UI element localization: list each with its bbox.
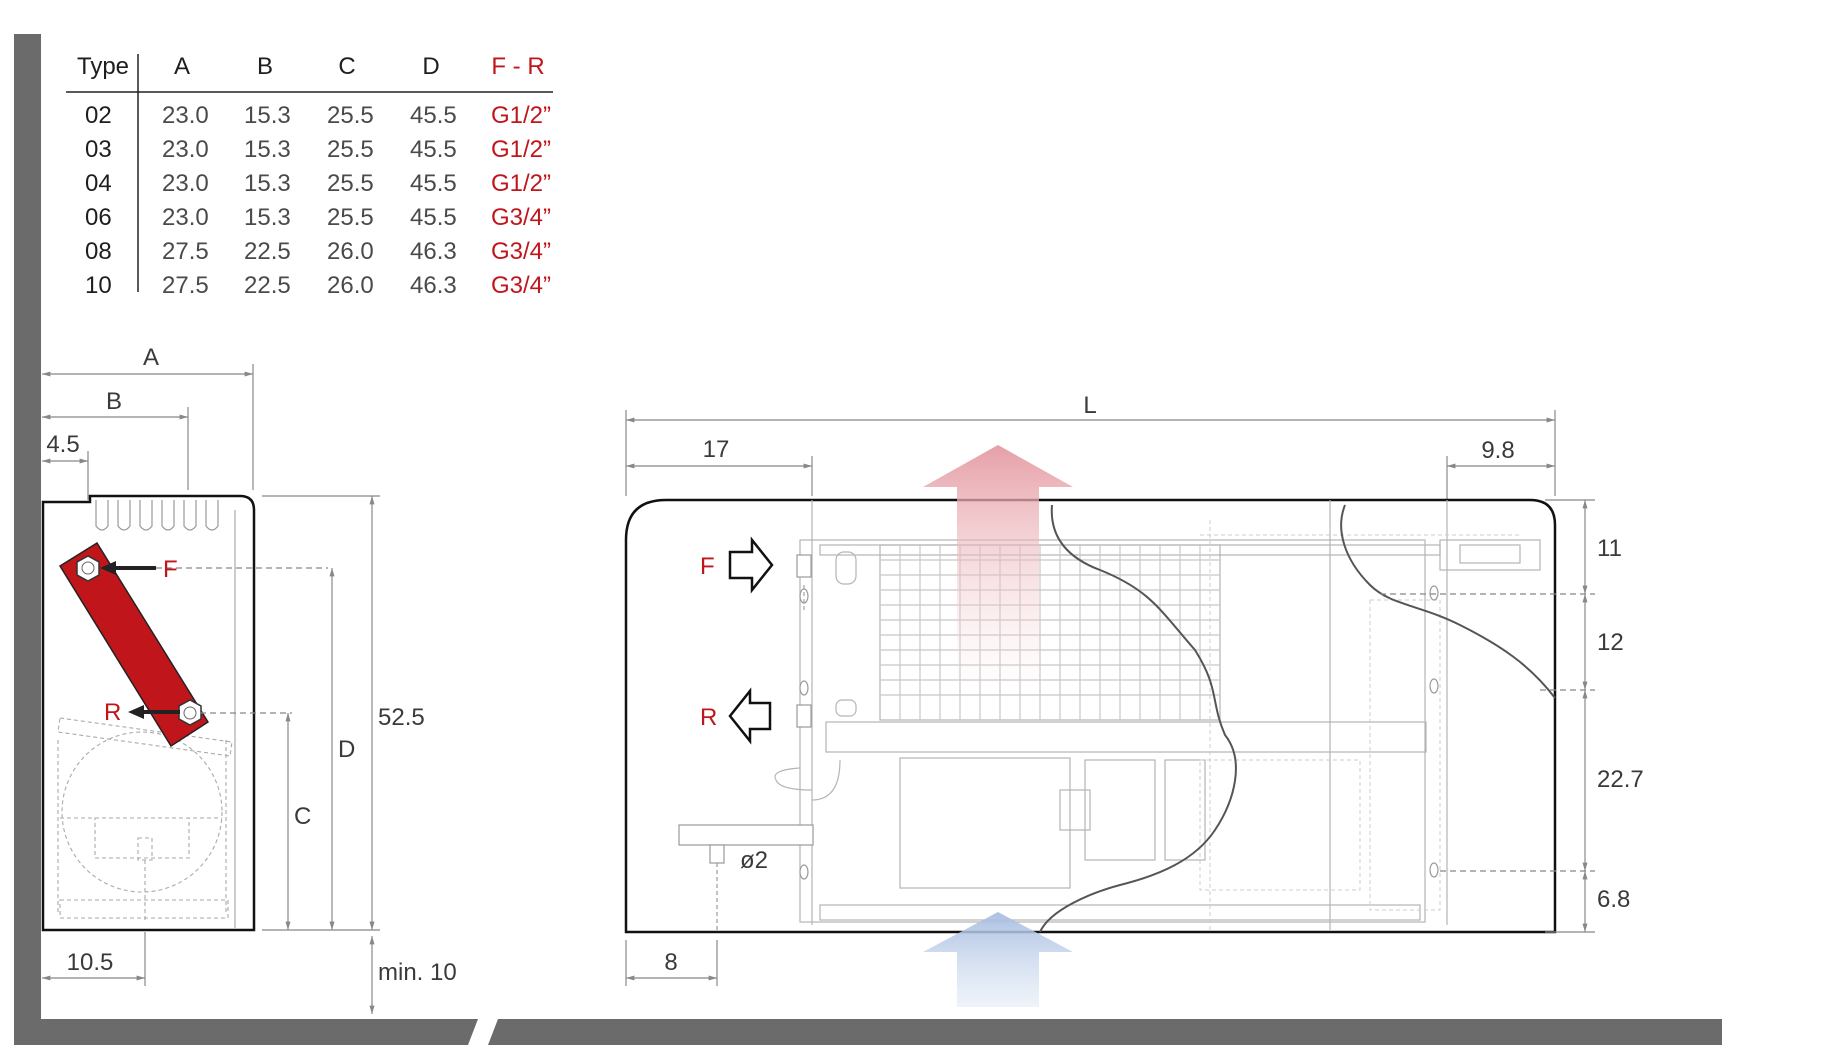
dim-h1-label: 11 (1597, 535, 1622, 562)
wall-and-floor (14, 34, 1722, 1045)
dim-c-label: C (294, 803, 311, 830)
dim-clearance-label: min. 10 (378, 959, 457, 986)
drain-label: ø2 (740, 847, 768, 874)
cell-c: 26.0 (327, 238, 374, 265)
cutaway-line-right (1340, 504, 1556, 699)
cell-d: 45.5 (410, 170, 457, 197)
cell-c: 25.5 (327, 170, 374, 197)
cutaway-line-left (1039, 504, 1237, 933)
dim-offset-label: 4.5 (46, 431, 79, 458)
front-cabinet-outline (624, 498, 1557, 934)
dim-h3-label: 22.7 (1597, 766, 1644, 793)
cell-d: 45.5 (410, 102, 457, 129)
front-view: L 17 9.8 (624, 392, 1644, 1007)
dimensions-table: Type A B C D F - R 02 23.0 15.3 25.5 45.… (66, 53, 553, 299)
cell-fr: G1/2” (491, 102, 551, 129)
header-c: C (338, 53, 355, 80)
dim-h4-label: 6.8 (1597, 886, 1630, 913)
dim-b-label: B (106, 388, 122, 415)
cell-a: 23.0 (162, 102, 209, 129)
dim-length-label: L (1083, 392, 1096, 419)
cell-c: 26.0 (327, 272, 374, 299)
cell-a: 27.5 (162, 272, 209, 299)
front-return-label: R (700, 704, 717, 731)
dim-right-label: 9.8 (1481, 437, 1514, 464)
heat-exchanger-coil (58, 541, 210, 748)
dim-bottom-left-label: 8 (664, 949, 677, 976)
flow-label: F (163, 556, 178, 583)
cell-d: 45.5 (410, 204, 457, 231)
cell-a: 27.5 (162, 238, 209, 265)
dim-h2-label: 12 (1597, 629, 1624, 656)
cell-d: 46.3 (410, 238, 457, 265)
table-row: 06 23.0 15.3 25.5 45.5 G3/4” (85, 204, 551, 231)
warm-air-outlet-arrow-icon (923, 445, 1073, 682)
cell-fr: G1/2” (491, 170, 551, 197)
header-a: A (174, 53, 190, 80)
cell-b: 15.3 (244, 102, 291, 129)
flow-inlet-arrow-icon (728, 536, 774, 594)
dim-a-label: A (143, 344, 159, 371)
flow-arrow-icon (100, 561, 328, 575)
return-outlet-arrow-icon (728, 687, 772, 745)
cell-b: 15.3 (244, 136, 291, 163)
cell-c: 25.5 (327, 136, 374, 163)
cell-b: 15.3 (244, 204, 291, 231)
dim-height-label: 52.5 (378, 704, 425, 731)
cell-c: 25.5 (327, 204, 374, 231)
cell-fr: G1/2” (491, 136, 551, 163)
return-connector-icon (178, 699, 202, 726)
cell-type: 10 (85, 272, 112, 299)
table-row: 04 23.0 15.3 25.5 45.5 G1/2” (85, 170, 551, 197)
header-fr: F - R (491, 53, 544, 80)
header-b: B (257, 53, 273, 80)
flow-connector-icon (76, 555, 100, 582)
cell-d: 46.3 (410, 272, 457, 299)
cell-b: 22.5 (244, 238, 291, 265)
cell-type: 03 (85, 136, 112, 163)
cell-a: 23.0 (162, 136, 209, 163)
return-arrow-icon (128, 705, 292, 719)
dim-d-label: D (338, 736, 355, 763)
cell-d: 45.5 (410, 136, 457, 163)
cell-c: 25.5 (327, 102, 374, 129)
cell-b: 22.5 (244, 272, 291, 299)
dim-bottom-offset-label: 10.5 (67, 949, 114, 976)
table-row: 02 23.0 15.3 25.5 45.5 G1/2” (85, 102, 551, 129)
cell-type: 02 (85, 102, 112, 129)
cell-fr: G3/4” (491, 238, 551, 265)
return-label: R (104, 699, 121, 726)
cell-fr: G3/4” (491, 204, 551, 231)
table-row: 08 27.5 22.5 26.0 46.3 G3/4” (85, 238, 551, 265)
cell-fr: G3/4” (491, 272, 551, 299)
side-view: A B 4.5 (41, 344, 457, 1014)
cell-type: 04 (85, 170, 112, 197)
header-d: D (422, 53, 439, 80)
header-type: Type (77, 53, 129, 80)
cell-b: 15.3 (244, 170, 291, 197)
cell-a: 23.0 (162, 170, 209, 197)
front-flow-label: F (700, 553, 715, 580)
table-row: 03 23.0 15.3 25.5 45.5 G1/2” (85, 136, 551, 163)
cool-air-inlet-arrow-icon (923, 912, 1073, 1007)
cell-type: 06 (85, 204, 112, 231)
cell-type: 08 (85, 238, 112, 265)
dim-left-label: 17 (703, 436, 730, 463)
internal-unit (774, 500, 1541, 930)
drain-pipe (678, 824, 814, 932)
cell-a: 23.0 (162, 204, 209, 231)
table-row: 10 27.5 22.5 26.0 46.3 G3/4” (85, 272, 551, 299)
